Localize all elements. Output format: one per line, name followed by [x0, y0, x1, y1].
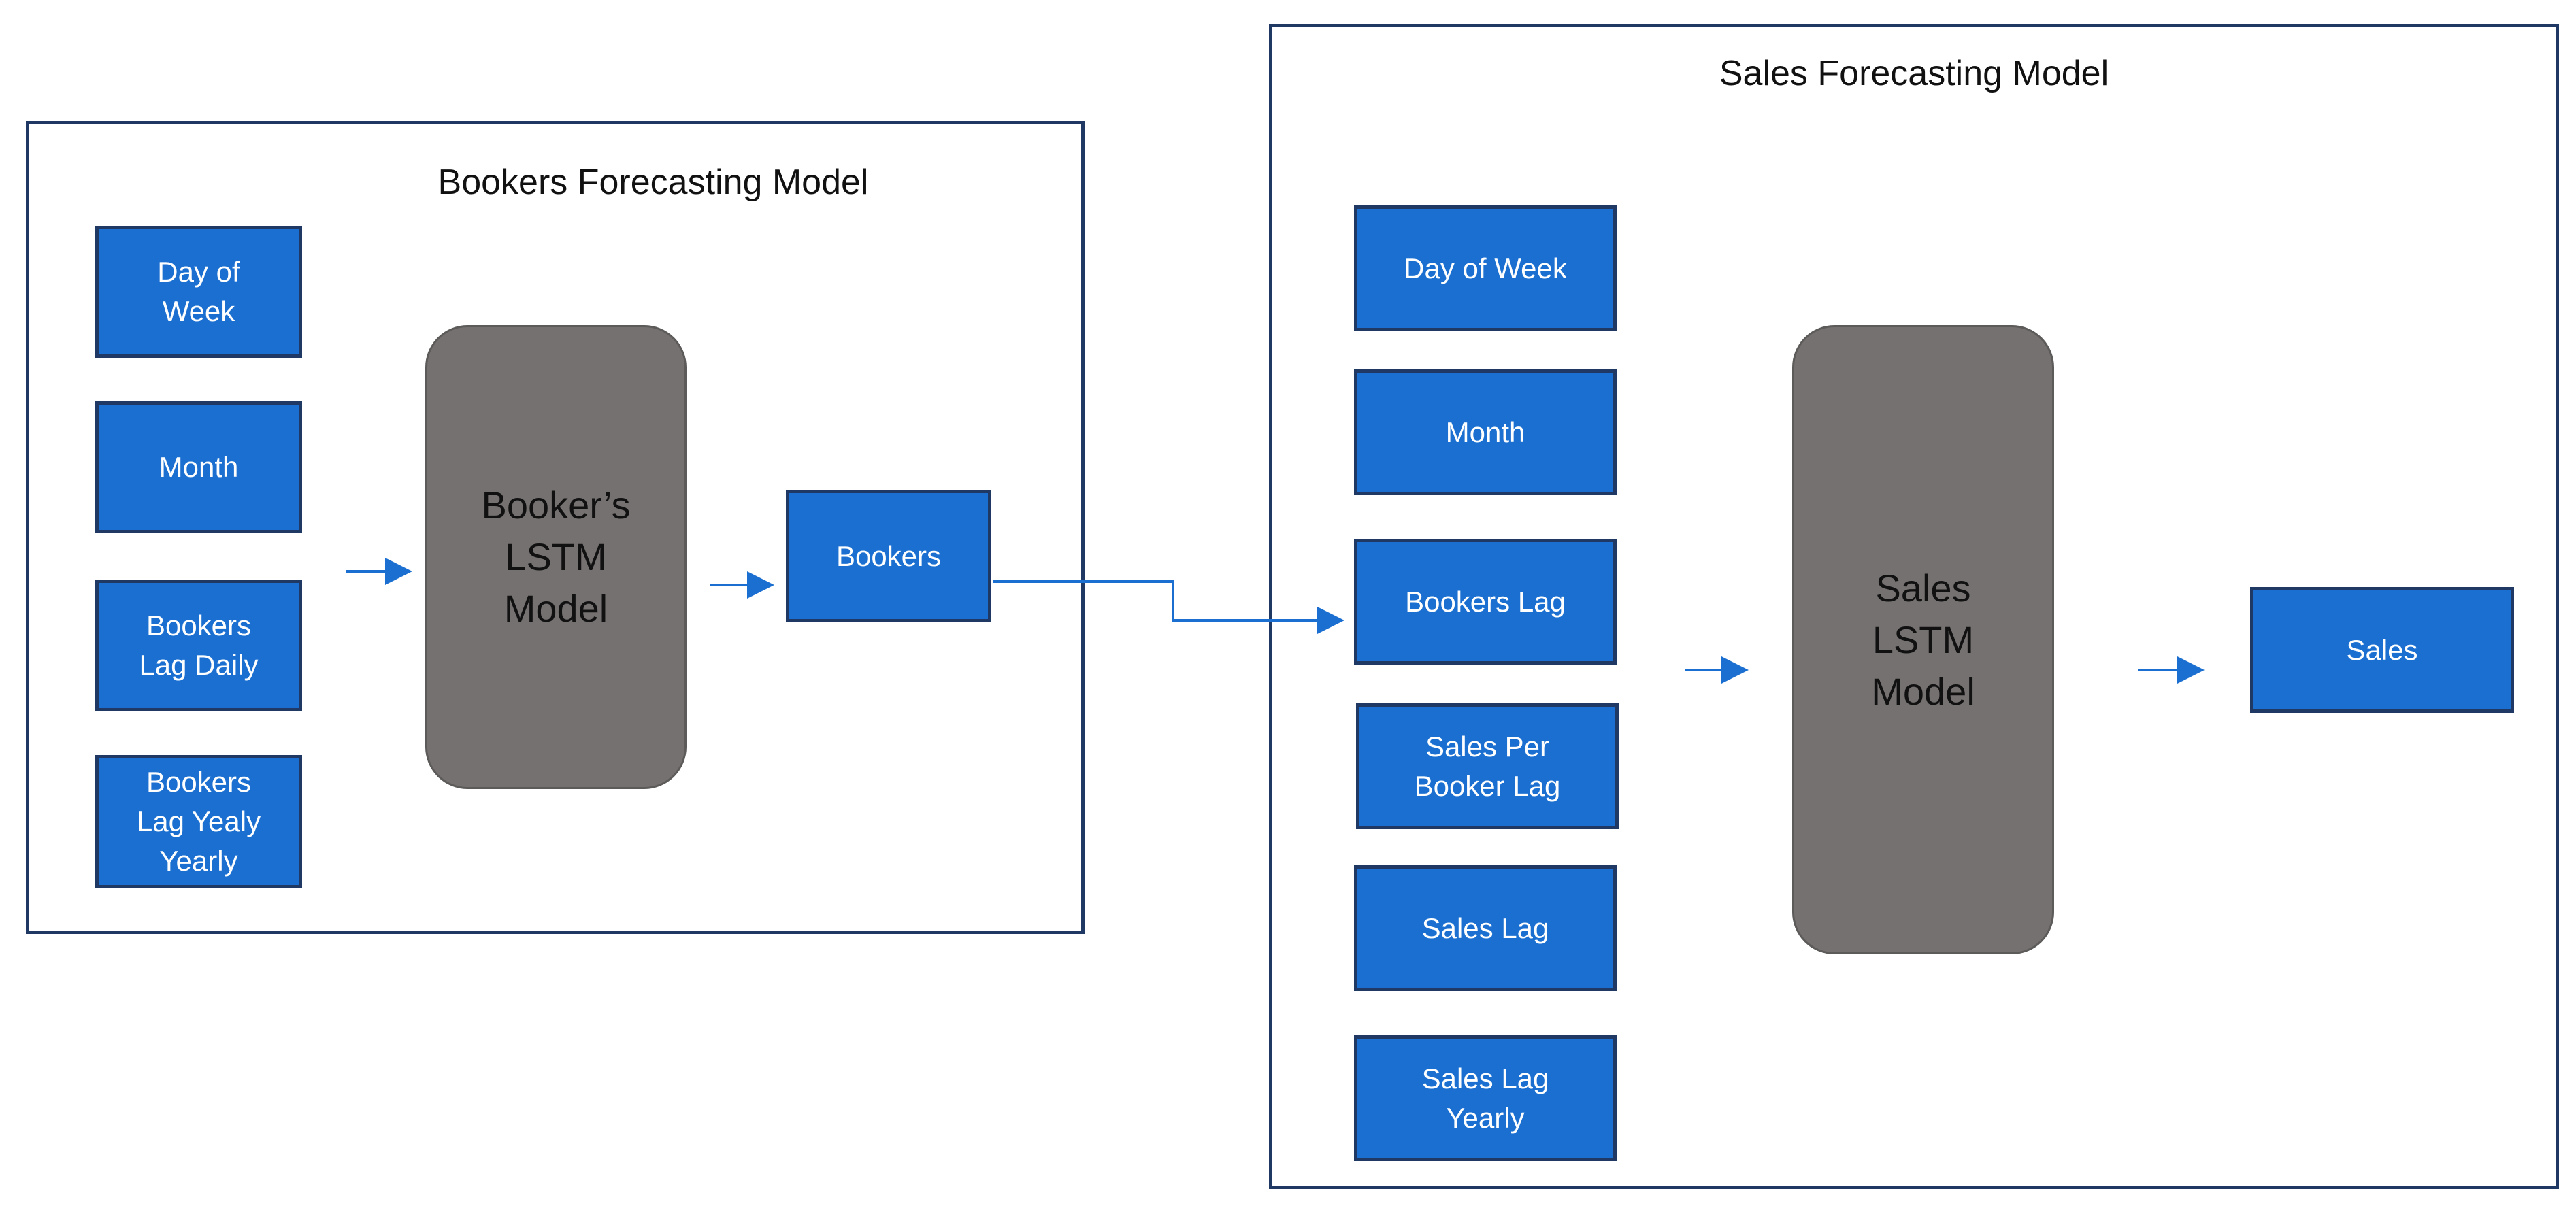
bookers-output: Bookers	[786, 490, 991, 622]
sales-input-sales-lag-yearly: Sales Lag Yearly	[1354, 1035, 1617, 1161]
sales-input-month: Month	[1354, 369, 1617, 495]
bookers-lstm-model: Booker’s LSTM Model	[425, 325, 687, 789]
bookers-input-lag-daily: Bookers Lag Daily	[95, 580, 302, 711]
bookers-input-day-of-week: Day of Week	[95, 226, 302, 358]
bookers-input-month: Month	[95, 401, 302, 533]
sales-output: Sales	[2250, 587, 2514, 713]
sales-input-sales-per-booker-lag: Sales Per Booker Lag	[1356, 703, 1619, 829]
sales-lstm-model: Sales LSTM Model	[1792, 325, 2054, 954]
sales-input-sales-lag: Sales Lag	[1354, 865, 1617, 991]
bookers-input-lag-yearly: Bookers Lag Yealy Yearly	[95, 755, 302, 888]
bookers-panel-title: Bookers Forecasting Model	[437, 163, 869, 202]
sales-panel-title: Sales Forecasting Model	[1719, 54, 2109, 93]
sales-input-day-of-week: Day of Week	[1354, 205, 1617, 331]
sales-input-bookers-lag: Bookers Lag	[1354, 539, 1617, 665]
